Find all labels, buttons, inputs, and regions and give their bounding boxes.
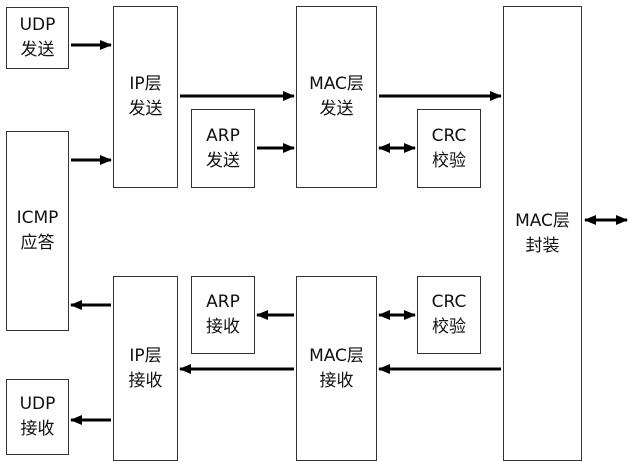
arp-send-label-1: ARP — [206, 125, 240, 146]
mac-frame-label-1: MAC层 — [515, 210, 570, 231]
mac-send-block: MAC层 发送 — [296, 6, 377, 188]
crc-check-top-block: CRC 校验 — [417, 109, 481, 188]
udp-send-label-2: 发送 — [20, 40, 55, 60]
udp-recv-label-2: 接收 — [20, 419, 55, 439]
arp-send-block: ARP 发送 — [191, 109, 255, 188]
mac-send-label-1: MAC层 — [309, 74, 364, 94]
arp-send-label-2: 发送 — [206, 150, 240, 171]
mac-recv-label-2: 接收 — [319, 370, 354, 391]
arp-receive-block: ARP 接收 — [191, 276, 255, 354]
crc-bottom-label-2: 校验 — [432, 317, 466, 337]
mac-receive-block: MAC层 接收 — [296, 276, 377, 461]
crc-top-label-2: 校验 — [432, 150, 466, 171]
crc-check-bottom-block: CRC 校验 — [417, 276, 481, 354]
icmp-reply-block: ICMP 应答 — [6, 131, 69, 331]
mac-send-label-2: 发送 — [319, 99, 354, 119]
udp-recv-label-1: UDP — [19, 394, 56, 414]
udp-send-label-1: UDP — [19, 15, 56, 35]
udp-send-block: UDP 发送 — [6, 7, 69, 69]
crc-bottom-label-1: CRC — [431, 292, 467, 312]
ip-send-label-2: 发送 — [128, 99, 163, 119]
icmp-label-2: 应答 — [20, 233, 55, 253]
udp-receive-block: UDP 接收 — [6, 379, 69, 455]
arp-recv-label-1: ARP — [206, 292, 240, 312]
ip-send-block: IP层 发送 — [113, 6, 178, 188]
ip-recv-label-1: IP层 — [129, 345, 162, 366]
crc-top-label-1: CRC — [431, 125, 467, 146]
mac-frame-label-2: 封装 — [525, 235, 560, 256]
ip-recv-label-2: 接收 — [128, 370, 163, 391]
mac-frame-block: MAC层 封装 — [503, 6, 582, 461]
mac-recv-label-1: MAC层 — [309, 345, 364, 366]
icmp-label-1: ICMP — [16, 208, 59, 228]
ip-send-label-1: IP层 — [129, 74, 162, 94]
ip-receive-block: IP层 接收 — [113, 276, 178, 461]
arp-recv-label-2: 接收 — [206, 317, 240, 337]
